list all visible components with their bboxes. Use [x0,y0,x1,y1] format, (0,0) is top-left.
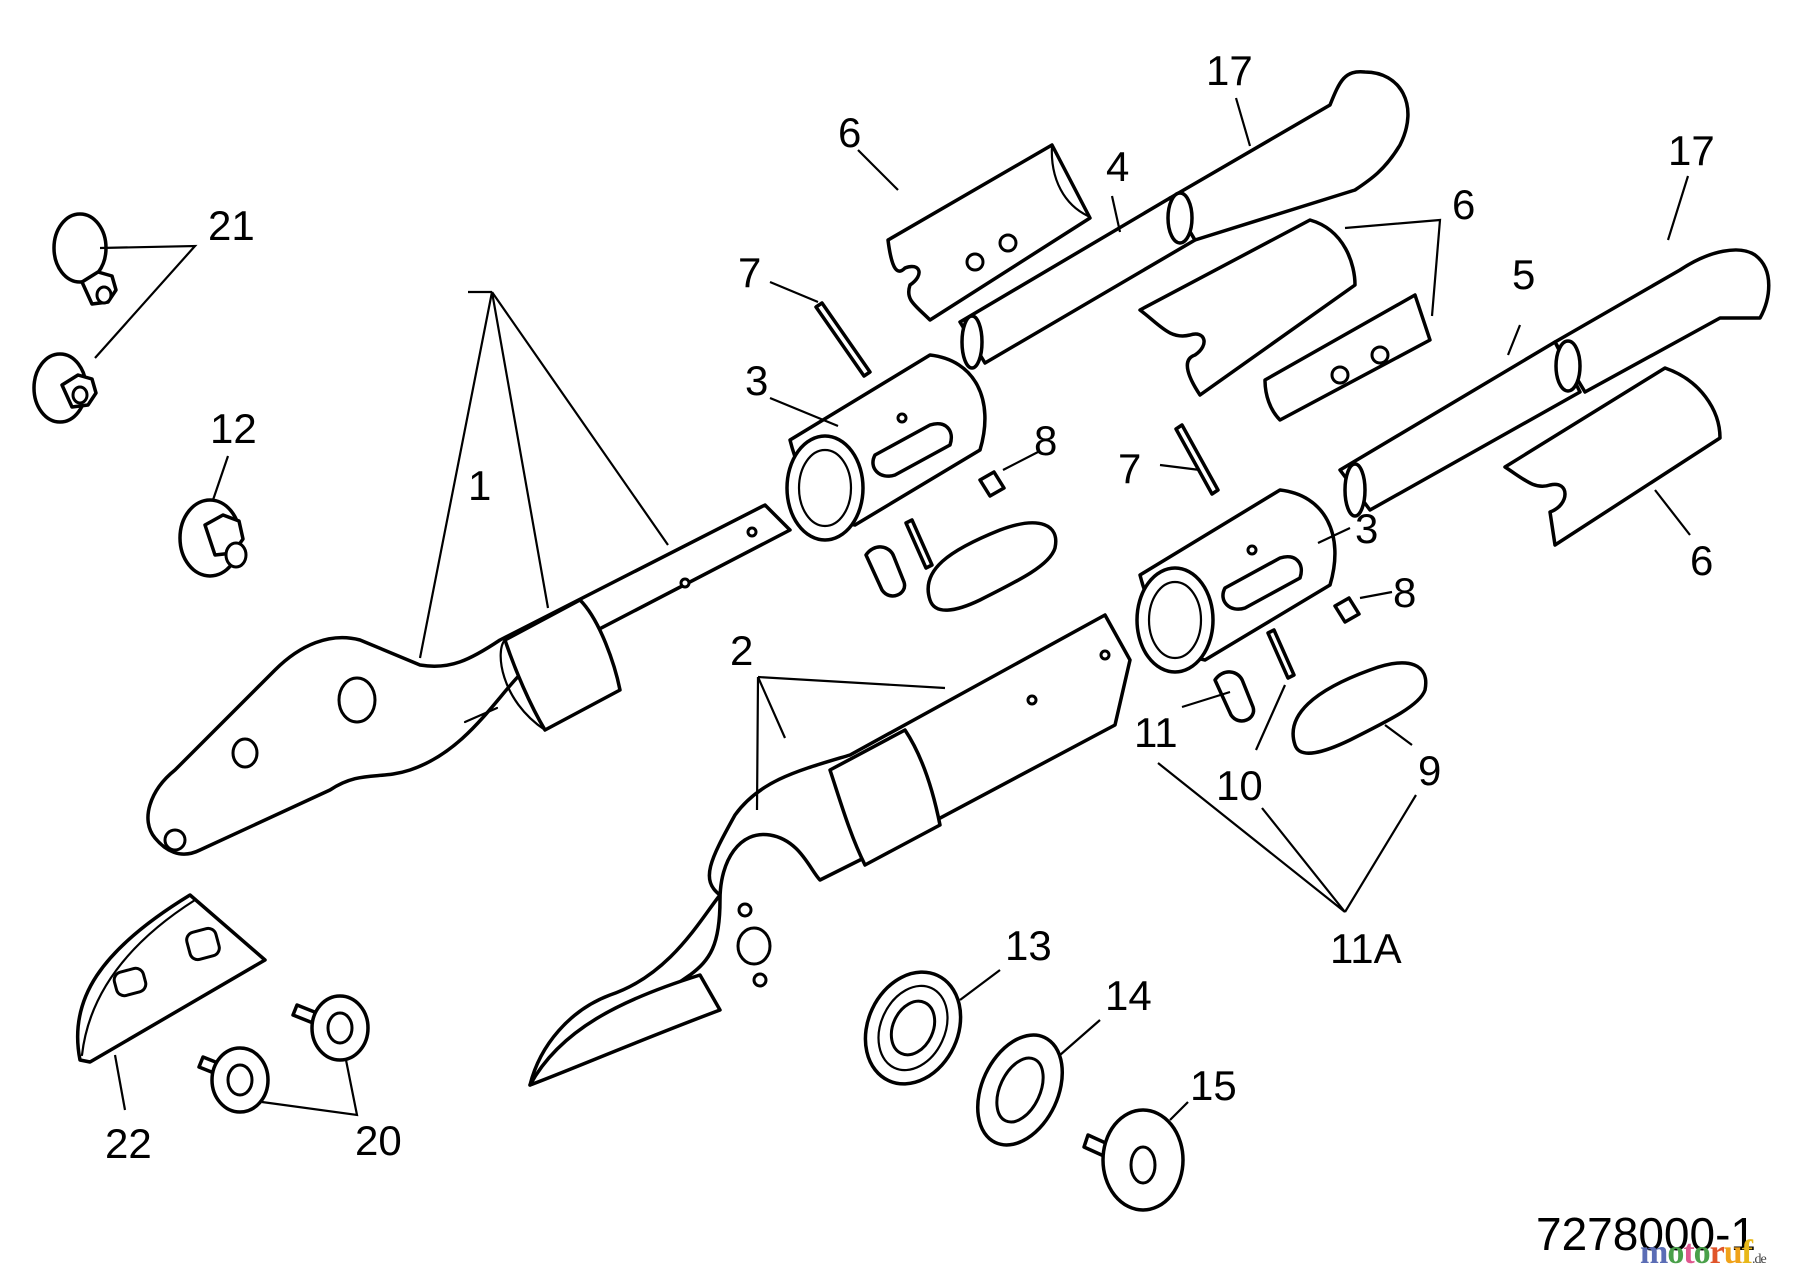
part-21-flange-nut-bottom [32,352,98,424]
part-4-handle-tube-with-grip-17 [958,70,1410,370]
watermark-text: motoruf [1640,1234,1753,1271]
callout-15: 15 [1190,1062,1237,1109]
part-22-anvil-plate [75,893,267,1064]
leader-22 [113,1054,127,1111]
part-14-washer [975,1033,1065,1147]
leader-12 [211,455,230,501]
watermark-suffix: .de [1752,1252,1767,1267]
part-5-handle-tube-with-grip-17 [1338,248,1771,518]
part-2-lower-hook-arm [528,613,1132,1087]
callout-12: 12 [210,405,257,452]
leader-21 [94,244,198,359]
leader-8b [1359,590,1393,600]
callout-7-left: 7 [738,249,762,296]
callout-1: 1 [468,462,492,509]
part-15-pivot-bolt [1082,1108,1185,1212]
callout-3-right: 3 [1355,505,1379,552]
leader-7a [769,280,819,304]
leader-4 [1110,195,1122,233]
part-12-flange-nut [178,498,248,578]
part-13-thrust-bearing [863,970,963,1086]
part-7-roll-pin-left [814,301,872,378]
leader-6b [1344,218,1442,317]
part-6-clamp-sleeve-middle [1138,218,1432,422]
callout-17-left: 17 [1206,47,1253,94]
watermark-letter: r [1709,1234,1725,1271]
callout-3-left: 3 [745,357,769,404]
part-11-screw-right [1213,670,1256,723]
leader-5 [1506,324,1522,356]
watermark-logo: motoruf.de [1640,1234,1767,1272]
leader-17b [1666,175,1690,241]
callout-14: 14 [1105,972,1152,1019]
callout-6-top-left: 6 [838,109,862,156]
callout-4: 4 [1106,143,1130,190]
watermark-letter: o [1667,1234,1684,1271]
leader-14 [1059,1019,1101,1056]
part-8-set-screw-right [1333,596,1361,624]
callout-8-right: 8 [1393,569,1417,616]
leader-1 [418,290,669,659]
leader-17a [1234,97,1252,147]
callout-10: 10 [1216,762,1263,809]
part-3-coupling-sleeve-left [785,353,987,542]
part-6-clamp-sleeve-top-left [886,143,1092,322]
leader-6a [857,149,899,191]
part-21-flange-nut-top [52,212,118,306]
part-20-bolt-lower [197,1046,270,1114]
document-number: 7278000-1 [1536,1208,1756,1260]
leader-6c [1654,489,1691,536]
part-9-lock-lever-left [926,521,1058,612]
callout-6-top-right: 6 [1452,181,1476,228]
leader-9-10-11 [1181,684,1413,751]
callout-7-right: 7 [1118,445,1142,492]
leader-13 [959,969,1001,1001]
callout-22: 22 [105,1120,152,1167]
callout-13: 13 [1005,922,1052,969]
leader-20 [261,1059,359,1117]
part-6-clamp-sleeve-right [1503,366,1722,547]
callout-9: 9 [1418,747,1442,794]
part-8-set-screw-left [978,470,1006,498]
watermark-letter: u [1723,1234,1743,1271]
leader-3a [769,396,839,428]
leader-2 [755,675,946,811]
part-9-lock-lever-right [1291,661,1428,755]
leader-3b [1317,527,1351,544]
watermark-letter: f [1741,1234,1753,1271]
leader-15 [1169,1101,1189,1121]
callout-17-right: 17 [1668,127,1715,174]
callout-11a: 11A [1330,925,1402,972]
watermark-letter: t [1683,1234,1694,1271]
watermark-letter: m [1640,1234,1668,1271]
leader-11a [1157,762,1417,913]
callout-20: 20 [355,1117,402,1164]
part-7-roll-pin-right [1174,423,1220,496]
callout-2: 2 [730,627,754,674]
leader-8a [1002,451,1039,471]
watermark-letter: o [1693,1234,1711,1271]
part-1-upper-blade-arm [146,503,792,856]
leader-7b [1159,463,1201,472]
part-10-pin-right [1266,628,1296,680]
callout-21: 21 [208,202,255,249]
callout-5: 5 [1512,251,1536,298]
part-20-bolt-upper [291,994,370,1062]
part-3-coupling-sleeve-right [1135,488,1337,674]
callout-8-left: 8 [1034,417,1058,464]
callout-6-bottom-right: 6 [1690,537,1714,584]
part-10-pin-left [904,518,934,570]
part-11-screw-left [864,545,907,598]
callout-11: 11 [1134,709,1178,756]
